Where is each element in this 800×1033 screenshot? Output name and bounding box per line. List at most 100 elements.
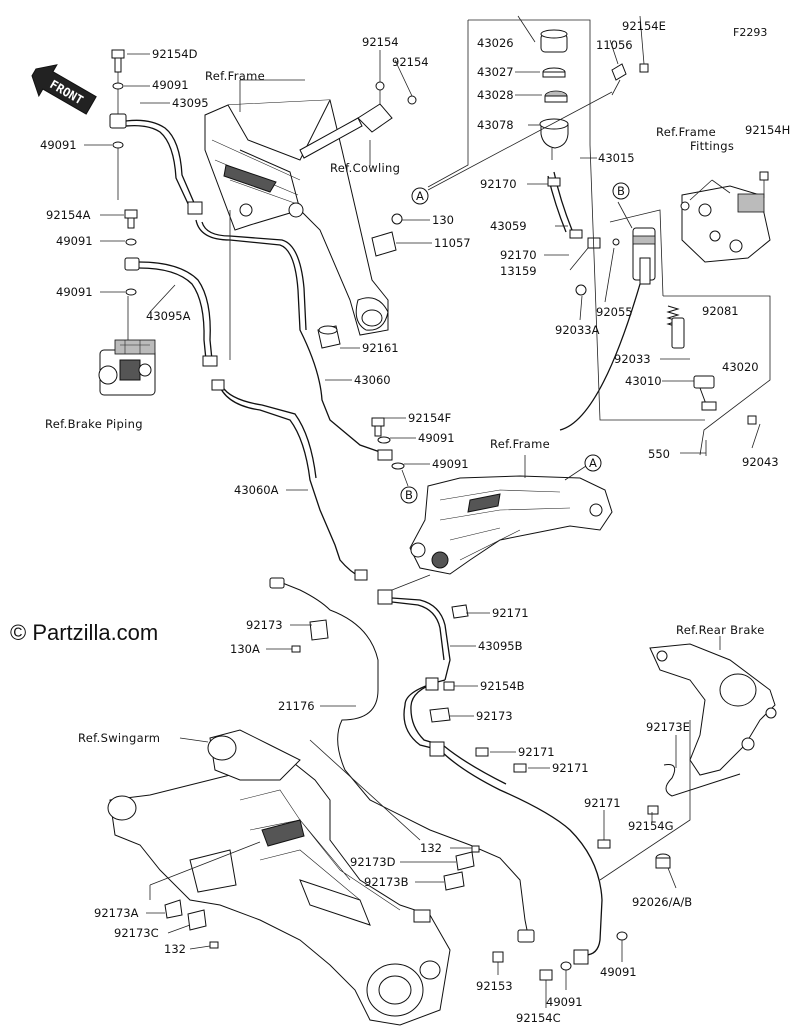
label-92153: 92153 — [476, 979, 513, 993]
clamp-92173-b — [429, 707, 451, 723]
clamp-92173E — [663, 764, 741, 797]
hose-43095A — [124, 257, 218, 367]
abs-unit — [98, 339, 156, 396]
cowling-bracket — [299, 81, 417, 159]
grommet-92161 — [317, 325, 341, 349]
label-11056: 11056 — [596, 38, 633, 52]
figure-code: F2293 — [733, 26, 767, 39]
bolt-92154C — [539, 969, 553, 981]
ref-frame-fittings-line2: Fittings — [690, 139, 734, 153]
bolt-92154F — [371, 417, 385, 437]
label-21176: 21176 — [278, 699, 315, 713]
label-92026-A-B: 92026/A/B — [632, 895, 692, 909]
watermark: © Partzilla.com — [10, 620, 158, 645]
callout-B-upper: B — [612, 182, 630, 200]
label-92154C: 92154C — [516, 1011, 561, 1025]
label-13159: 13159 — [500, 264, 537, 278]
washer-49091-a — [112, 82, 124, 90]
grommet-92026 — [655, 853, 671, 869]
push-rod — [693, 375, 717, 411]
label-92173E: 92173E — [646, 720, 690, 734]
label-43020: 43020 — [722, 360, 759, 374]
hose-43095B — [391, 597, 451, 681]
label-132-b: 132 — [164, 942, 186, 956]
label-49091-c: 49091 — [56, 234, 93, 248]
ref-frame-mid: Ref.Frame — [490, 437, 550, 451]
clamp-92171-a — [451, 604, 469, 619]
bolt-92154B — [443, 681, 455, 691]
reservoir-body — [539, 118, 569, 160]
label-92033: 92033 — [614, 352, 651, 366]
hose-clamp-lower — [569, 229, 583, 239]
frame-mid-section — [409, 475, 613, 575]
ref-cowling: Ref.Cowling — [330, 161, 400, 175]
master-cylinder-spring — [666, 305, 685, 349]
clamp-92171-c — [513, 763, 527, 773]
svg-text:A: A — [416, 189, 424, 203]
ref-frame-fittings-line1: Ref.Frame — [656, 125, 716, 139]
label-49091-b: 49091 — [40, 138, 77, 152]
callout-A-lower: A — [564, 454, 602, 481]
label-132-a: 132 — [420, 841, 442, 855]
label-92154F: 92154F — [408, 411, 451, 425]
label-43095A: 43095A — [146, 309, 191, 323]
bolt-92154E — [639, 63, 649, 73]
label-92161: 92161 — [362, 341, 399, 355]
washer-49091-g — [560, 961, 572, 971]
ref-rear-brake: Ref.Rear Brake — [676, 623, 765, 637]
label-92154H: 92154H — [745, 123, 790, 137]
frame-fittings-bracket — [680, 185, 771, 263]
rear-brake-hose — [403, 679, 603, 956]
bolt-92154G — [647, 805, 659, 815]
label-49091-e: 49091 — [418, 431, 455, 445]
label-92173B: 92173B — [364, 875, 409, 889]
reservoir-diaphragm — [544, 90, 568, 103]
label-43026: 43026 — [477, 36, 514, 50]
label-92081: 92081 — [702, 304, 739, 318]
bracket-11057 — [371, 231, 397, 257]
label-92154B: 92154B — [480, 679, 525, 693]
label-92171-d: 92171 — [584, 796, 621, 810]
label-92173D: 92173D — [350, 855, 396, 869]
callout-A-upper: A — [411, 91, 613, 205]
label-130: 130 — [432, 213, 454, 227]
reservoir-joint — [575, 237, 620, 296]
bolt-92154D — [111, 49, 125, 73]
washer-49091-h — [616, 931, 628, 941]
label-550: 550 — [648, 447, 670, 461]
label-43095B: 43095B — [478, 639, 523, 653]
main-frame — [204, 99, 389, 336]
label-92055: 92055 — [596, 305, 633, 319]
label-92154E: 92154E — [622, 19, 666, 33]
label-49091-a: 49091 — [152, 78, 189, 92]
leader-lines — [84, 15, 761, 1008]
label-92173-a: 92173 — [246, 618, 283, 632]
label-92154A: 92154A — [46, 208, 91, 222]
label-43078: 43078 — [477, 118, 514, 132]
label-92043: 92043 — [742, 455, 779, 469]
bolt-132-a — [471, 845, 480, 853]
label-92154-top-a: 92154 — [362, 35, 399, 49]
clamp-92173-a — [309, 619, 329, 641]
reservoir-hose — [553, 171, 573, 231]
label-92154-top-b: 92154 — [392, 55, 429, 69]
bolt-92153 — [492, 951, 504, 963]
label-92154D: 92154D — [152, 47, 198, 61]
washer-49091-b — [112, 141, 124, 149]
bolt-132-b — [209, 941, 219, 949]
clamp-92173A — [164, 899, 183, 919]
clamp-92173B — [443, 871, 465, 891]
clip-11056 — [611, 63, 627, 96]
label-92173-b: 92173 — [476, 709, 513, 723]
svg-text:B: B — [405, 488, 413, 502]
clamp-92173D — [455, 851, 475, 871]
bolt-92154A — [124, 209, 138, 229]
label-43095: 43095 — [172, 96, 209, 110]
rear-master-cylinder — [617, 201, 656, 285]
label-92171-c: 92171 — [552, 761, 589, 775]
washer-49091-c — [125, 238, 137, 246]
label-43028: 43028 — [477, 88, 514, 102]
reservoir-plate — [542, 67, 566, 78]
grommet-130 — [391, 213, 403, 225]
